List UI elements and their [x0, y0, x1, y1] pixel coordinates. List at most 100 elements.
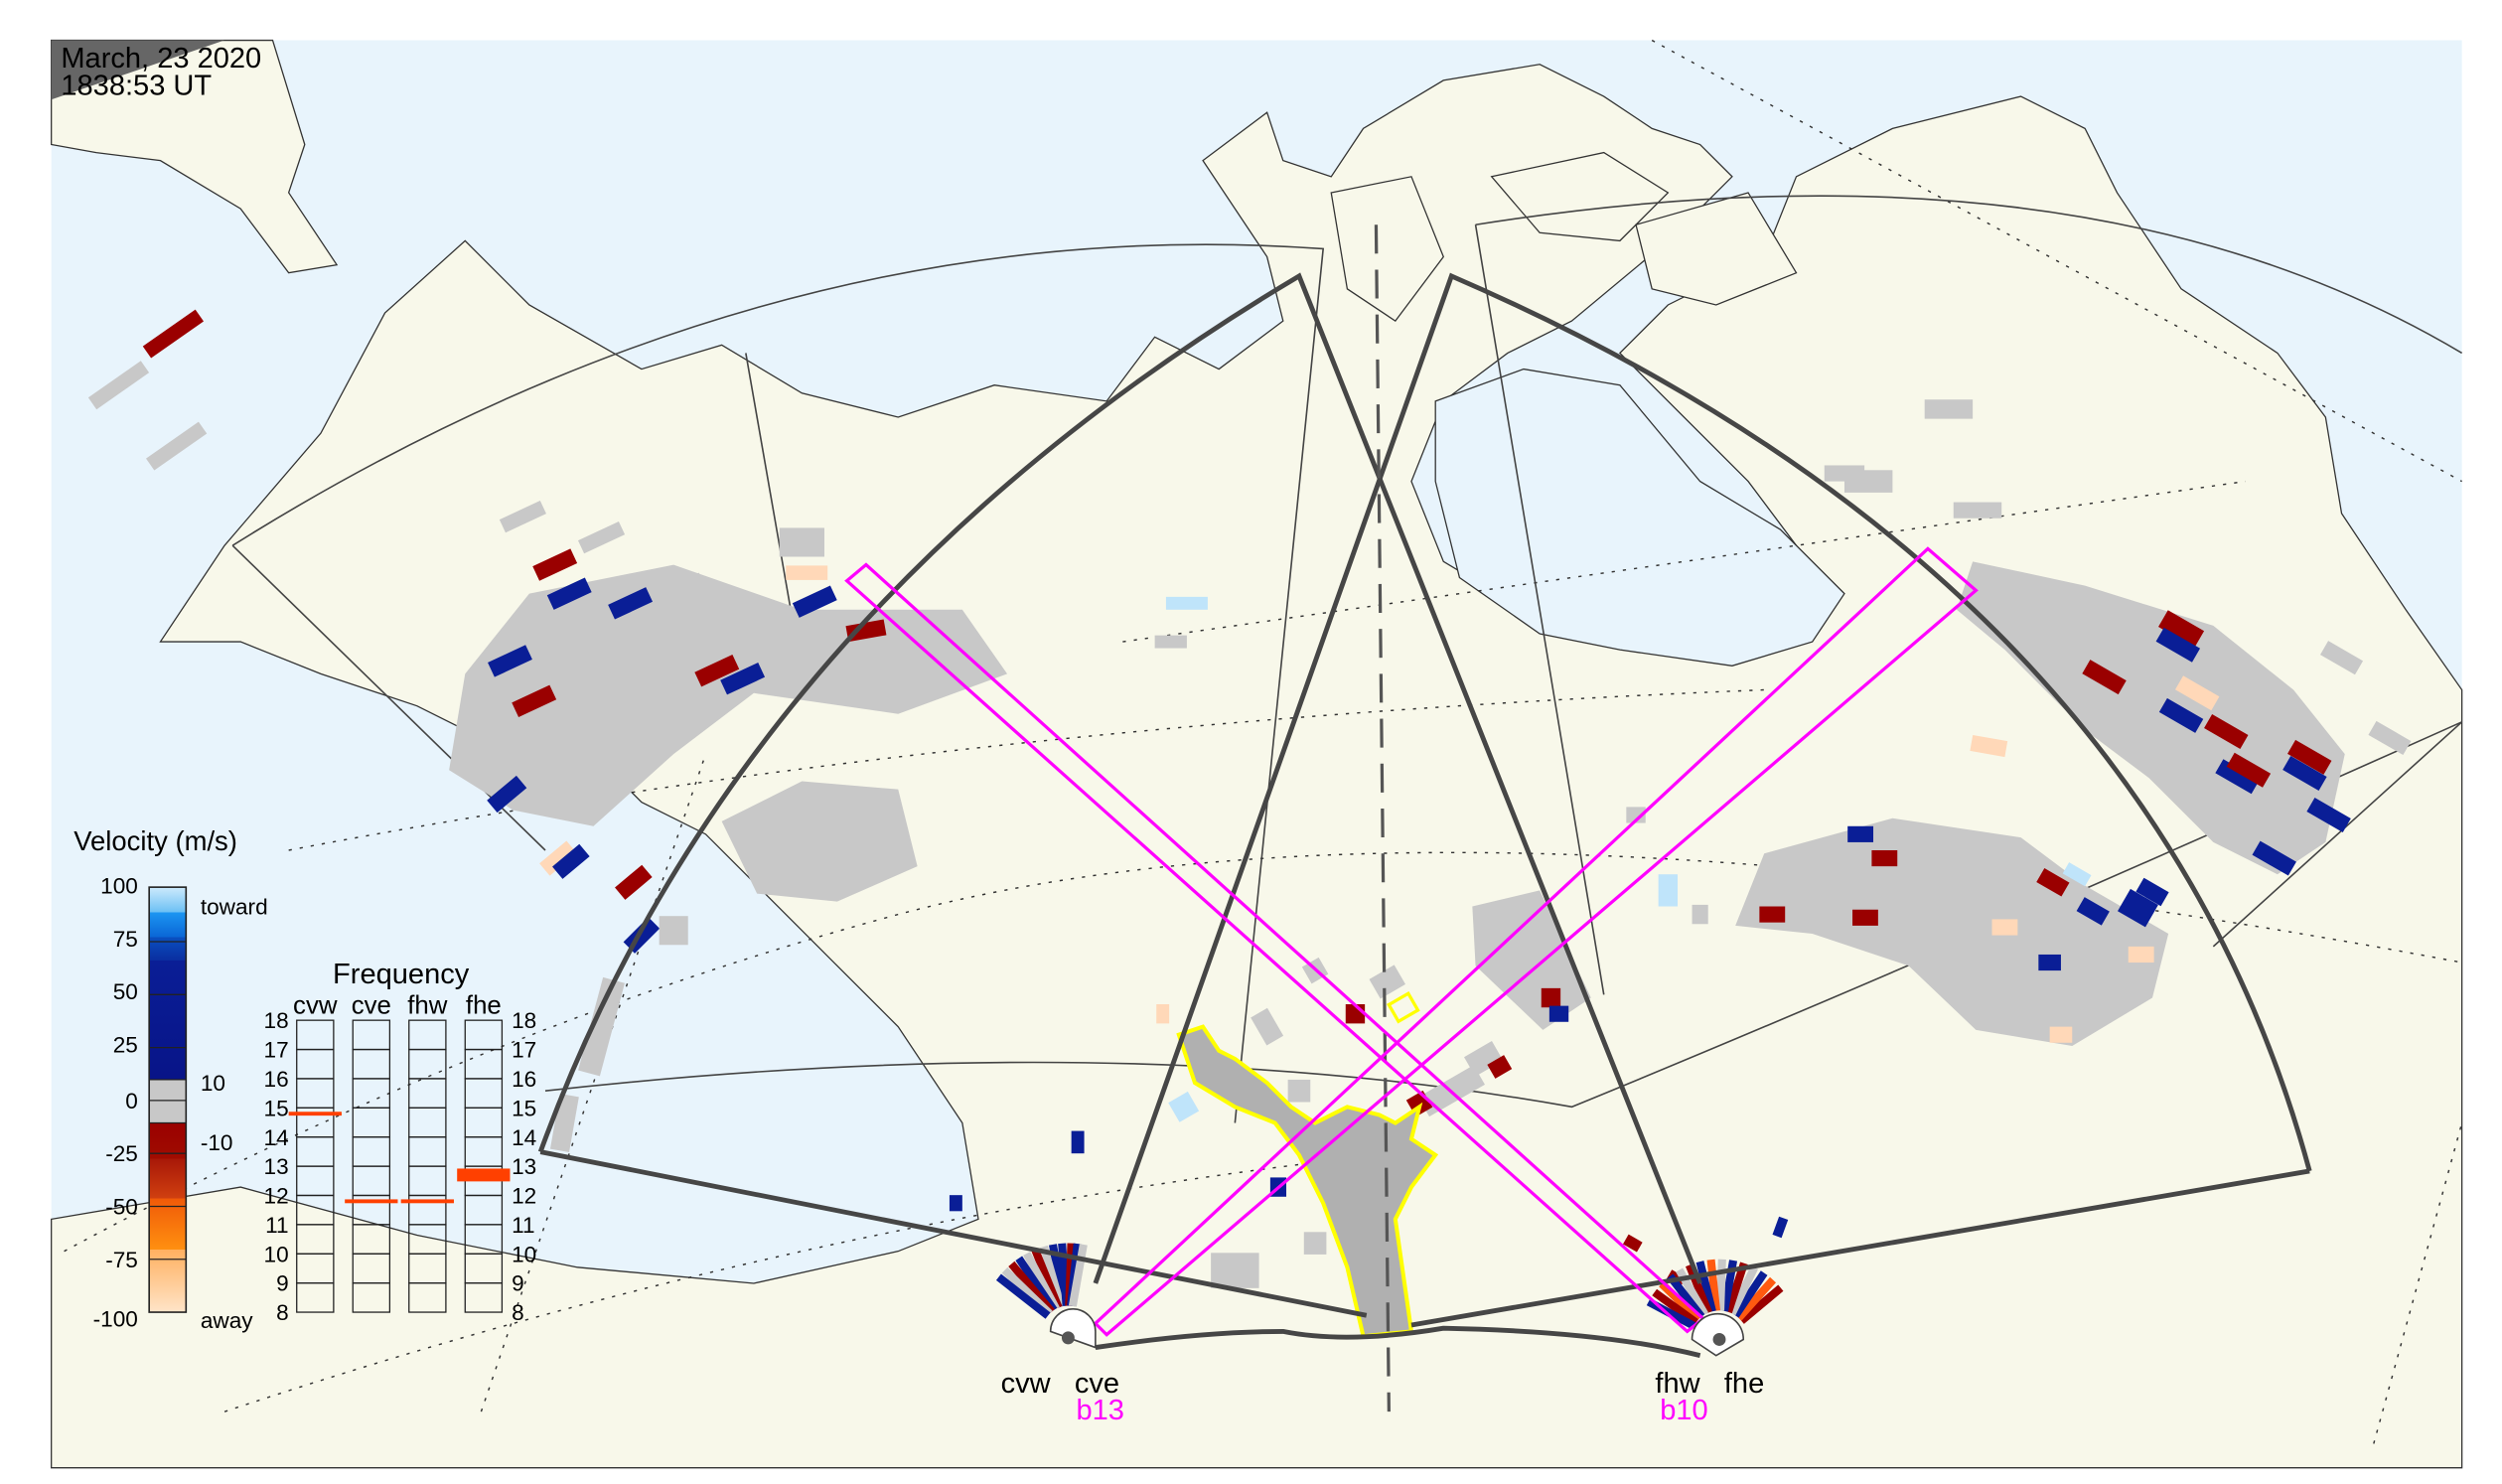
frequency-tick-left: 8 — [276, 1300, 289, 1325]
frequency-tick-left: 13 — [264, 1154, 289, 1179]
echo-cell — [2320, 641, 2364, 675]
echo-cell — [1658, 874, 1679, 907]
radar-label-cvw: cvw — [1001, 1368, 1052, 1400]
echo-cell — [2049, 1026, 2073, 1043]
radar-label-fhe: fhe — [1724, 1368, 1764, 1400]
frequency-title: Frequency — [333, 959, 470, 990]
toward-label: toward — [201, 895, 268, 920]
echo-cell — [1991, 919, 2018, 936]
velocity-tick-label: 50 — [113, 979, 138, 1004]
echo-cell — [1692, 904, 1708, 925]
radar-site-marker — [1049, 1308, 1097, 1349]
frequency-tick-left: 12 — [264, 1184, 289, 1209]
frequency-marker-cve — [345, 1199, 398, 1204]
echo-cell — [2158, 697, 2204, 733]
echo-cell — [1667, 1273, 1705, 1320]
echo-scatter-region — [1735, 817, 2169, 1046]
frequency-tick-right: 18 — [512, 1008, 536, 1033]
fov-outline — [544, 721, 2462, 1109]
velocity-legend-title: Velocity (m/s) — [74, 825, 237, 856]
echo-cell — [995, 1273, 1051, 1319]
frequency-tick-left: 10 — [264, 1242, 289, 1266]
frequency-tick-left: 17 — [264, 1038, 289, 1063]
echo-cell — [2118, 888, 2158, 928]
frequency-tick-right: 11 — [512, 1213, 534, 1238]
latitude-line — [288, 688, 1765, 851]
radar-site-left — [1049, 1308, 1097, 1349]
echo-cell — [1541, 987, 1561, 1008]
echo-scatter-layer — [87, 309, 2412, 1330]
velocity-tick-label: -75 — [105, 1248, 138, 1272]
echo-scatter-region — [1956, 561, 2345, 875]
echo-cell — [2204, 714, 2249, 749]
echo-cell — [1970, 735, 2008, 758]
frequency-tick-right: 12 — [512, 1184, 536, 1209]
landmass-layer — [51, 39, 2463, 1469]
velocity-tick-label: 0 — [125, 1089, 138, 1113]
echo-cell — [1369, 965, 1405, 999]
lat-lon-grid — [64, 39, 2463, 1444]
echo-cell — [2174, 675, 2220, 711]
echo-cell — [2306, 797, 2351, 832]
velocity-tick-label: -100 — [93, 1307, 138, 1332]
echo-cell — [2155, 627, 2201, 663]
echo-cell — [1168, 1091, 1200, 1122]
echo-cell — [1724, 1261, 1748, 1314]
echo-cell — [2282, 755, 2327, 791]
velocity-tick-label: -50 — [105, 1195, 138, 1220]
echo-cell — [1031, 1248, 1063, 1309]
fov-cvw-fhw-outline — [537, 272, 1702, 1284]
echo-cell — [1487, 1055, 1513, 1079]
echo-cell — [1251, 1007, 1284, 1046]
fov-fhe-cve-outline — [1093, 272, 2312, 1284]
echo-cell — [2128, 946, 2154, 964]
echo-cell — [1924, 399, 1974, 419]
echo-cell — [845, 619, 887, 643]
frequency-tick-right: 16 — [512, 1067, 536, 1092]
echo-cell — [1852, 909, 1878, 926]
echo-cell — [546, 577, 592, 610]
landmass-hudson-bay — [1434, 368, 1845, 667]
frequency-tick-right: 13 — [512, 1154, 536, 1179]
echo-cell — [2158, 610, 2205, 649]
colorbar-toward-segment — [149, 887, 187, 1080]
echo-cell — [1735, 1276, 1777, 1321]
longitude-line — [1651, 39, 2462, 483]
echo-cell — [2135, 877, 2169, 907]
frequency-tick-left: 16 — [264, 1067, 289, 1092]
echo-cell — [1287, 1079, 1311, 1103]
frequency-tick-left: 14 — [264, 1125, 289, 1150]
echo-cell — [539, 840, 577, 876]
frequency-column-label-cvw: cvw — [293, 992, 338, 1020]
frequency-tick-right: 9 — [512, 1271, 524, 1296]
echo-cell — [142, 309, 205, 359]
colorbar-grey-segment — [149, 1079, 187, 1123]
colorbar-away-segment — [149, 1122, 187, 1313]
velocity-tick-label: 25 — [113, 1032, 138, 1057]
echo-cell — [2368, 720, 2412, 756]
echo-cell — [2062, 862, 2092, 887]
highlighted-region — [1176, 1024, 1439, 1339]
echo-cell — [2082, 660, 2127, 695]
echo-cell — [552, 843, 590, 879]
echo-cell — [2287, 739, 2332, 775]
colorbar-frame — [148, 886, 188, 1313]
frequency-column-label-fhw: fhw — [407, 992, 448, 1020]
landmass-island — [1490, 151, 1670, 242]
frequency-marker-cvw — [288, 1112, 342, 1116]
frequency-tick-right: 10 — [512, 1242, 536, 1266]
echo-cell — [1626, 807, 1646, 823]
echo-cell — [1071, 1130, 1085, 1154]
radar-site-dot — [1061, 1331, 1075, 1345]
frequency-bin — [464, 1282, 504, 1313]
highlighted-cell — [1387, 990, 1420, 1024]
echo-cell — [694, 654, 740, 687]
echo-cell — [1871, 849, 1898, 867]
echo-cell — [786, 565, 828, 580]
echo-cell — [1464, 1041, 1504, 1077]
beam-label-b13: b13 — [1076, 1395, 1123, 1426]
echo-cell — [1728, 1265, 1759, 1316]
